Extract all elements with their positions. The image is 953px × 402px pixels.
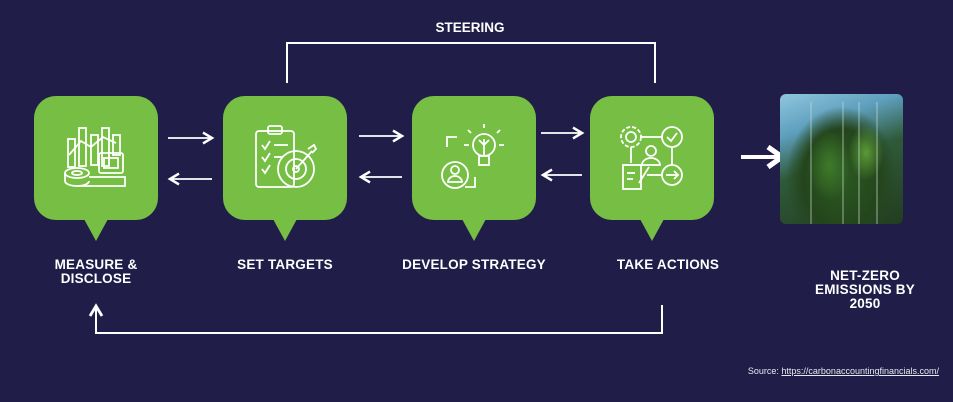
clipboard-target-icon: [255, 125, 318, 188]
step-take-actions: [590, 96, 714, 241]
step-label-set-targets: SET TARGETS: [237, 257, 333, 272]
outcome-label: NET-ZERO EMISSIONS BY 2050: [815, 268, 915, 311]
source-link[interactable]: https://carbonaccountingfinancials.com/: [781, 366, 939, 376]
lightbulb-person-icon: [441, 124, 504, 189]
steering-loop: [286, 42, 656, 83]
feedback-loop: [88, 303, 663, 334]
step-label-take-actions: TAKE ACTIONS: [616, 257, 720, 272]
step-measure-disclose: [34, 96, 158, 241]
vertical-garden-photo: [780, 94, 903, 224]
source-note: Source: https://carbonaccountingfinancia…: [748, 366, 939, 376]
workflow-actions-icon: [620, 126, 683, 190]
source-prefix: Source:: [747, 366, 782, 376]
step-label-measure-disclose: MEASURE & DISCLOSE: [54, 257, 138, 286]
steering-label: STEERING: [435, 20, 505, 35]
step-label-develop-strategy: DEVELOP STRATEGY: [402, 257, 546, 272]
measure-chart-icon: [64, 127, 126, 187]
step-develop-strategy: [412, 96, 536, 241]
step-set-targets: [223, 96, 347, 241]
